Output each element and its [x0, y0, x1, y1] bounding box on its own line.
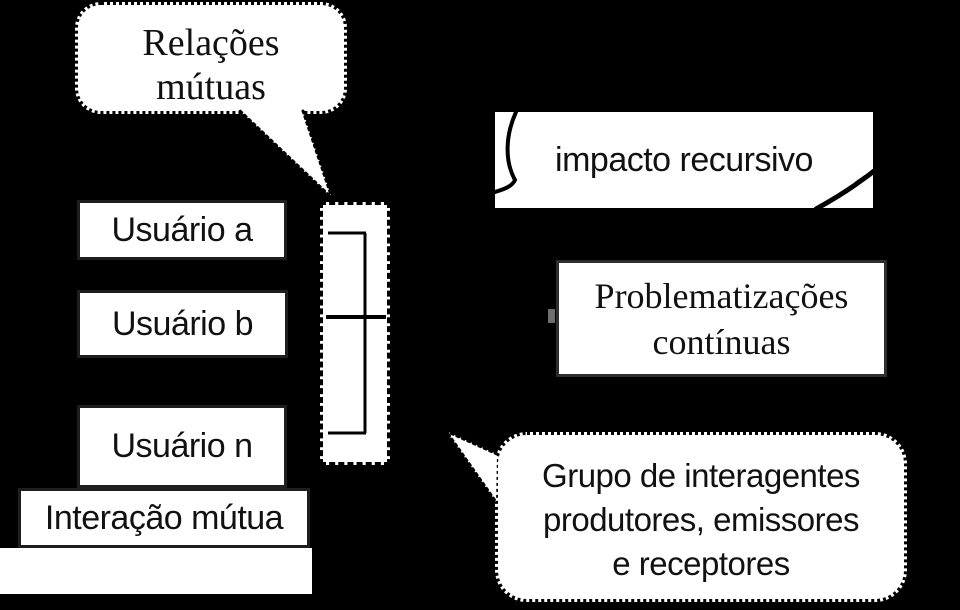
speech-bubble-grupo-interagentes: Grupo de interagentes produtores, emisso…	[495, 432, 907, 602]
background-white-strip	[0, 548, 312, 594]
banner-impacto-recursivo: impacto recursivo	[495, 112, 873, 208]
box-usuario-n: Usuário n	[77, 405, 287, 488]
box-usuario-a: Usuário a	[77, 200, 287, 260]
box-usuario-b: Usuário b	[77, 290, 288, 358]
speech-tail-grupo	[441, 427, 499, 504]
left-border-stub	[548, 309, 555, 323]
speech-bubble-relacoes-mutuas: Relações mútuas	[75, 2, 347, 114]
speech-tail-relacoes	[238, 109, 334, 200]
box-interacao-mutua: Interação mútua	[18, 488, 310, 548]
box-problematizacoes-continuas: Problematizações contínuas	[556, 260, 887, 377]
dashed-group-rectangle	[320, 202, 390, 465]
